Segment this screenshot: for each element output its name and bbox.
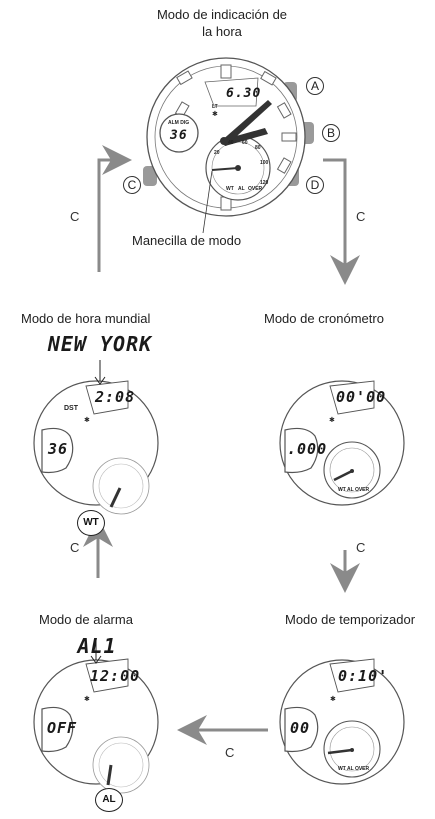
top-lcd-time: 6.30 [226,86,262,101]
c-label-bottom: C [225,745,235,760]
timer-value: 00 [290,719,311,737]
timer-mode-title: Modo de temporizador [285,612,416,627]
button-d-label: D [306,176,324,194]
left-subdial [159,113,199,153]
dial-mark-80: 80 [255,145,261,151]
dial-label-al: AL [238,186,245,192]
button-c-shape [143,166,157,186]
top-title-line2: la hora [202,24,242,39]
world-value: 36 [48,440,69,458]
top-subdial-value: 36 [170,128,188,143]
world-mode-title: Modo de hora mundial [21,311,151,326]
top-watch [143,57,314,234]
alarm-bluetooth-icon: ✱ [84,696,90,703]
stopwatch-dial-labels: WT AL OVER [338,487,370,493]
timer-watch [279,658,405,785]
world-watch [33,360,159,515]
alarm-watch [33,641,159,794]
dial-label-over: OVER [248,186,263,192]
mode-hand-leader [202,170,213,234]
timer-bluetooth-icon: ✱ [330,696,336,703]
c-label-right-mid: C [356,540,366,555]
alarm-hand-marker: AL [95,788,123,812]
button-b-label: B [322,124,340,142]
dial-mark-100: 100 [260,160,269,166]
stopwatch-value: .000 [287,440,328,458]
mode-hand-label: Manecilla de modo [132,233,242,248]
c-label-left-mid: C [70,540,80,555]
stopwatch-watch [279,380,405,506]
c-label-left-top: C [70,209,80,224]
world-city: NEW YORK [47,332,153,356]
dial-label-wt: WT [226,186,234,192]
dial-mark-40: 40 [228,140,234,146]
dial-mark-120: 120 [260,180,269,186]
dial-mark-20: 20 [214,150,220,156]
button-a-label: A [306,77,324,95]
mode-arrows [83,145,360,745]
timer-dial-labels: WT AL OVER [338,766,370,772]
timer-time: 0:10' [338,667,389,685]
world-time: 2:08 [95,388,136,406]
alarm-name: AL1 [77,634,117,658]
minute-hand [220,100,272,146]
top-subdial-caption: ALM DIG [168,120,190,126]
hour-hand [222,128,268,146]
hour-markers [174,64,297,211]
arrow-top-to-stopwatch [323,158,360,285]
alarm-time: 12:00 [90,667,141,685]
world-hand-marker: WT [77,510,105,536]
arrow-world-to-top [97,145,132,272]
alarm-mode-title: Modo de alarma [39,612,133,627]
stopwatch-mode-title: Modo de cronómetro [264,311,384,326]
dial-mark-60: 60 [242,140,248,146]
stopwatch-bluetooth-icon: ✱ [329,417,335,424]
world-dst: DST [64,405,78,412]
top-lcd-sub: LT [212,104,218,110]
c-label-right-top: C [356,209,366,224]
top-title-line1: Modo de indicación de [156,7,288,22]
mode-hand [211,167,239,171]
top-bluetooth-icon: ✱ [212,111,218,118]
alarm-value: OFF [47,719,78,737]
world-bluetooth-icon: ✱ [84,417,90,424]
button-c-label: C [123,176,141,194]
stopwatch-time: 00'00 [336,388,387,406]
